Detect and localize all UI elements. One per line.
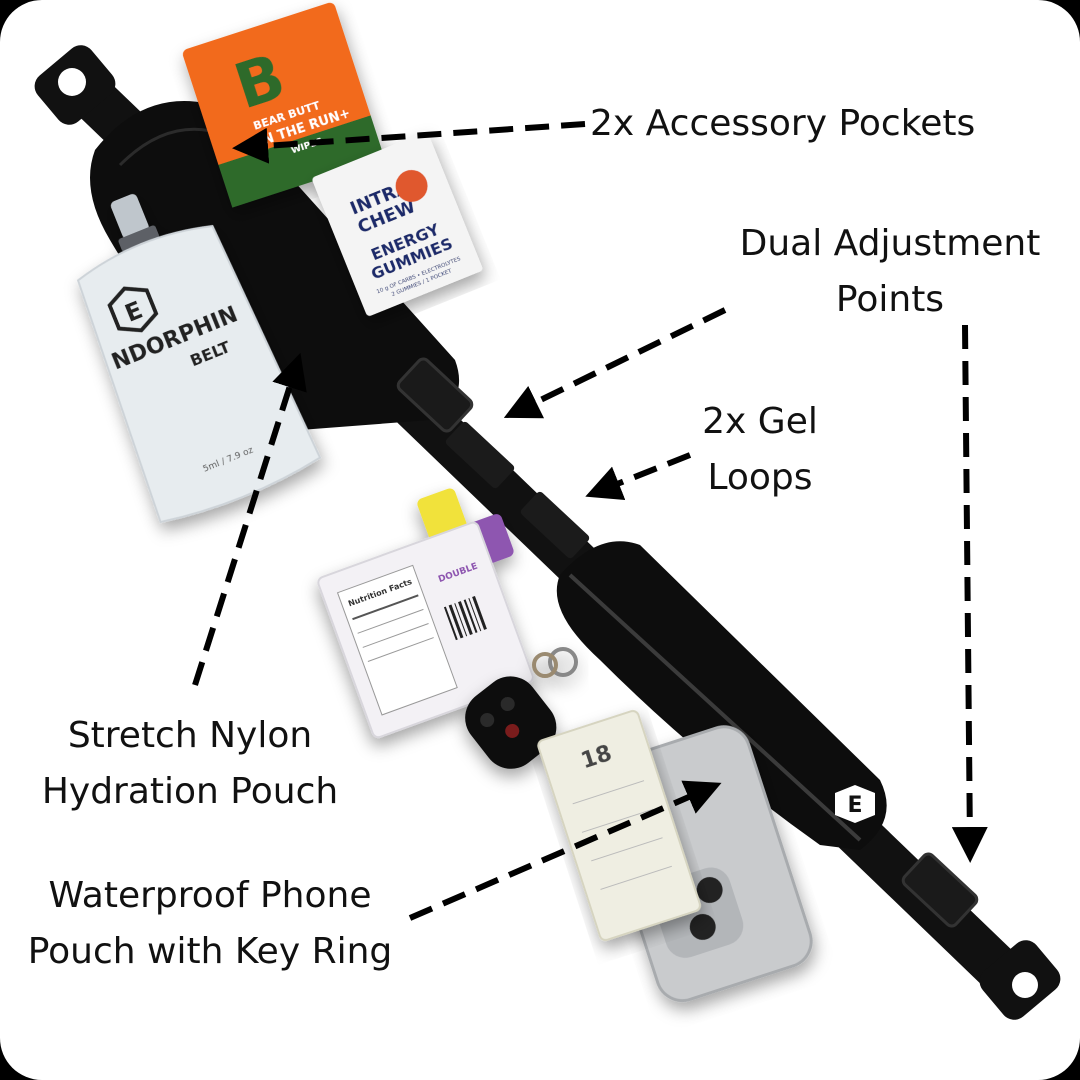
car-key-fob: [465, 647, 578, 769]
label-accessory-pockets-text: 2x Accessory Pockets: [590, 103, 976, 144]
phone-pouch-zipper: [568, 573, 862, 842]
adjustment-buckle-2: [901, 852, 979, 928]
gummy-bear-icon: [395, 169, 428, 202]
callout-arrows: [192, 121, 988, 921]
belt-logo-text: E: [847, 793, 862, 818]
belt-bottom-clip: [979, 940, 1061, 1020]
label-hydration-pouch: Stretch Nylon Hydration Pouch: [20, 708, 360, 820]
label-phone-pouch: Waterproof Phone Pouch with Key Ring: [5, 868, 415, 980]
belt-logo-icon: E: [835, 785, 875, 823]
gel-barcode-icon: [443, 595, 487, 641]
arrow-accessory-pockets: [232, 121, 586, 164]
label-hydration-line2: Hydration Pouch: [41, 771, 339, 812]
arrow-hydration-pouch: [192, 352, 307, 686]
label-dual-adjustment: Dual Adjustment Points: [720, 216, 1060, 328]
gel-loop-2: [520, 491, 590, 559]
label-gel-loops-line1: 2x Gel: [702, 401, 818, 442]
label-gel-loops-line2: Loops: [707, 457, 813, 498]
hydration-soft-flask: E NDORPHIN BELT 5ml / 7.9 oz: [76, 194, 322, 524]
label-dual-adjustment-line1: Dual Adjustment: [739, 223, 1041, 264]
label-phone-line2: Pouch with Key Ring: [27, 931, 393, 972]
arrow-phone-pouch: [408, 780, 722, 921]
label-accessory-pockets: 2x Accessory Pockets: [590, 96, 975, 152]
label-dual-adjustment-line2: Points: [835, 279, 945, 320]
accessory-pocket-pouch: [90, 101, 460, 430]
label-gel-loops: 2x Gel Loops: [670, 394, 850, 506]
energy-gummies-pack: INTRA CHEW ENERGY GUMMIES 10 g OF CARBS …: [312, 132, 483, 316]
adjustment-buckle-1: [396, 357, 474, 433]
running-belt: E: [34, 45, 1061, 1020]
energy-gel-packs: Nutrition Facts DOUBLE: [317, 488, 534, 739]
arrow-adjustment-2: [951, 324, 988, 863]
arrow-gel-loops: [585, 452, 692, 501]
arrow-adjustment-1: [503, 307, 727, 419]
phone-pouch: [556, 541, 887, 850]
belt-top-clip: [34, 45, 116, 125]
label-phone-line1: Waterproof Phone: [48, 875, 372, 916]
gel-loop-1: [445, 421, 515, 489]
label-hydration-line1: Stretch Nylon: [67, 715, 313, 756]
